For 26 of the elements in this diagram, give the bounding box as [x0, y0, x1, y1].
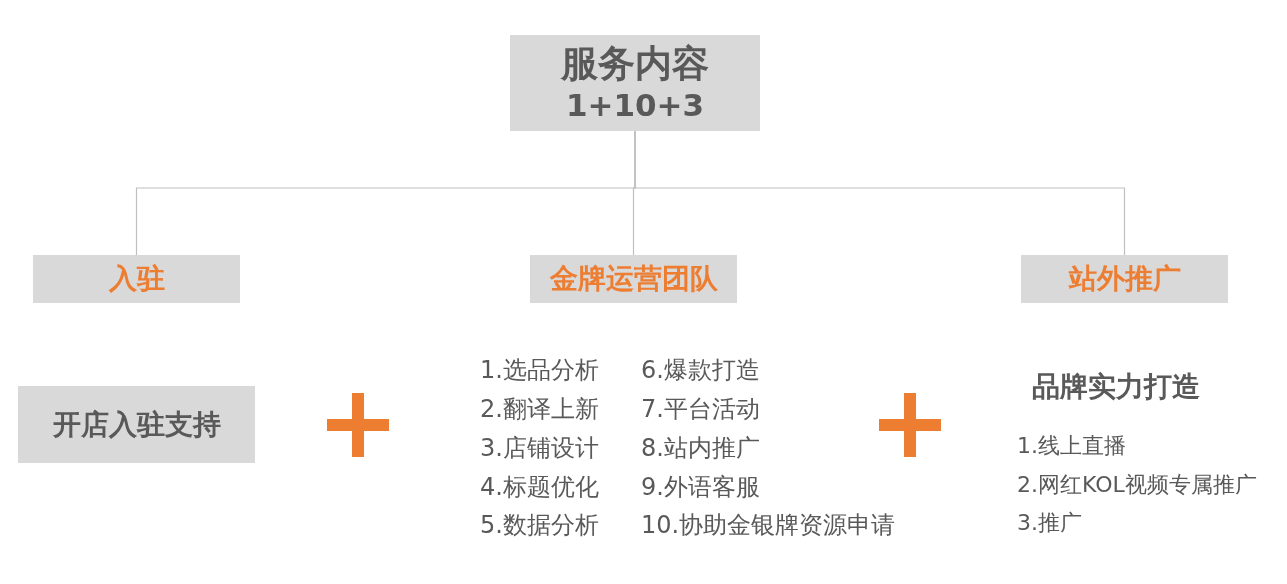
list-item: 7.平台活动 [641, 394, 760, 424]
category-box [530, 255, 737, 303]
list-item: 3.推广 [1017, 509, 1082, 537]
list-item: 2.网红KOL视频专属推广 [1017, 471, 1257, 499]
list-item: 10.协助金银牌资源申请 [641, 510, 896, 540]
category-box [1021, 255, 1228, 303]
header-box [510, 35, 760, 131]
list-item: 2.翻译上新 [480, 394, 599, 424]
list-item: 8.站内推广 [641, 433, 760, 463]
list-item: 1.线上直播 [1017, 432, 1126, 460]
list-item: 6.爆款打造 [641, 355, 760, 385]
category-box [33, 255, 240, 303]
list-item: 3.店铺设计 [480, 433, 599, 463]
category-title: 入驻 [108, 262, 165, 296]
service-title: 开店入驻支持 [52, 407, 221, 442]
connector-line [634, 130, 1126, 256]
formula-text: 1+10+3 [565, 86, 705, 124]
list-item: 1.选品分析 [480, 355, 599, 385]
service-box [18, 386, 255, 463]
category-title: 金牌运营团队 [549, 262, 718, 296]
section-heading: 品牌实力打造 [1032, 370, 1200, 404]
list-item: 9.外语客服 [641, 472, 760, 502]
title-text: 服务内容 [561, 42, 709, 87]
category-title: 站外推广 [1068, 262, 1181, 296]
list-item: 4.标题优化 [480, 472, 599, 502]
list-item: 5.数据分析 [480, 510, 599, 540]
